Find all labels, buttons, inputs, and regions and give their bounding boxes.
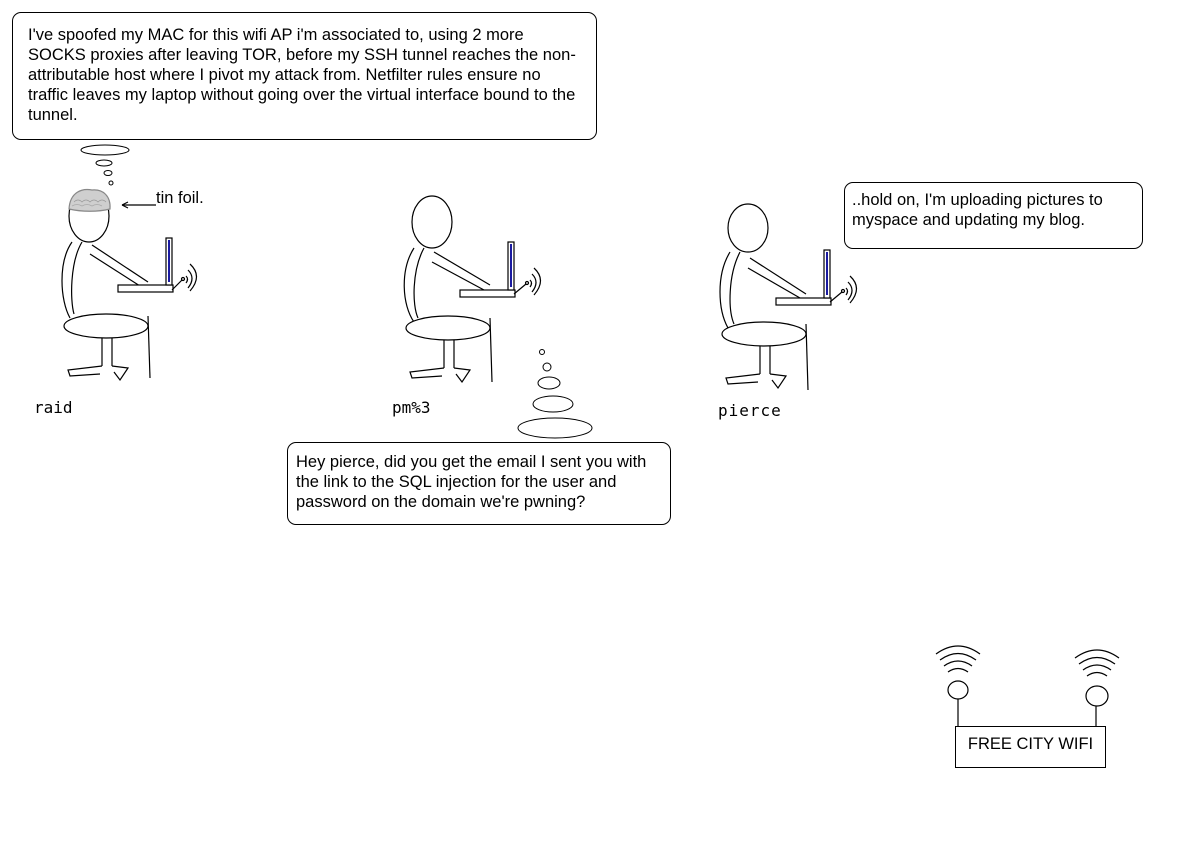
name-label-pierce: pierce bbox=[718, 401, 782, 420]
speech-bubble-pierce: ..hold on, I'm uploading pictures to mys… bbox=[844, 182, 1143, 249]
router-label: FREE CITY WIFI bbox=[955, 726, 1106, 768]
speech-text-raid: I've spoofed my MAC for this wifi AP i'm… bbox=[28, 26, 576, 124]
thought-bubbles-raid bbox=[80, 144, 130, 186]
speech-text-pm: Hey pierce, did you get the email I sent… bbox=[296, 453, 647, 511]
speech-bubble-pm: Hey pierce, did you get the email I sent… bbox=[287, 442, 671, 525]
speech-bubble-raid: I've spoofed my MAC for this wifi AP i'm… bbox=[12, 12, 597, 140]
figure-pm bbox=[403, 195, 542, 384]
figure-pierce bbox=[719, 203, 858, 391]
name-label-pm: pm%3 bbox=[392, 398, 431, 417]
tinfoil-hat bbox=[68, 188, 111, 212]
wifi-waves-left bbox=[935, 645, 981, 673]
wifi-waves-right bbox=[1074, 649, 1120, 677]
name-label-raid: raid bbox=[34, 398, 73, 417]
speech-text-pierce: ..hold on, I'm uploading pictures to mys… bbox=[852, 191, 1103, 229]
router bbox=[935, 645, 1120, 726]
thought-bubbles-pm bbox=[517, 349, 593, 439]
tinfoil-annotation: tin foil. bbox=[156, 189, 204, 207]
figure-raid bbox=[61, 188, 198, 382]
